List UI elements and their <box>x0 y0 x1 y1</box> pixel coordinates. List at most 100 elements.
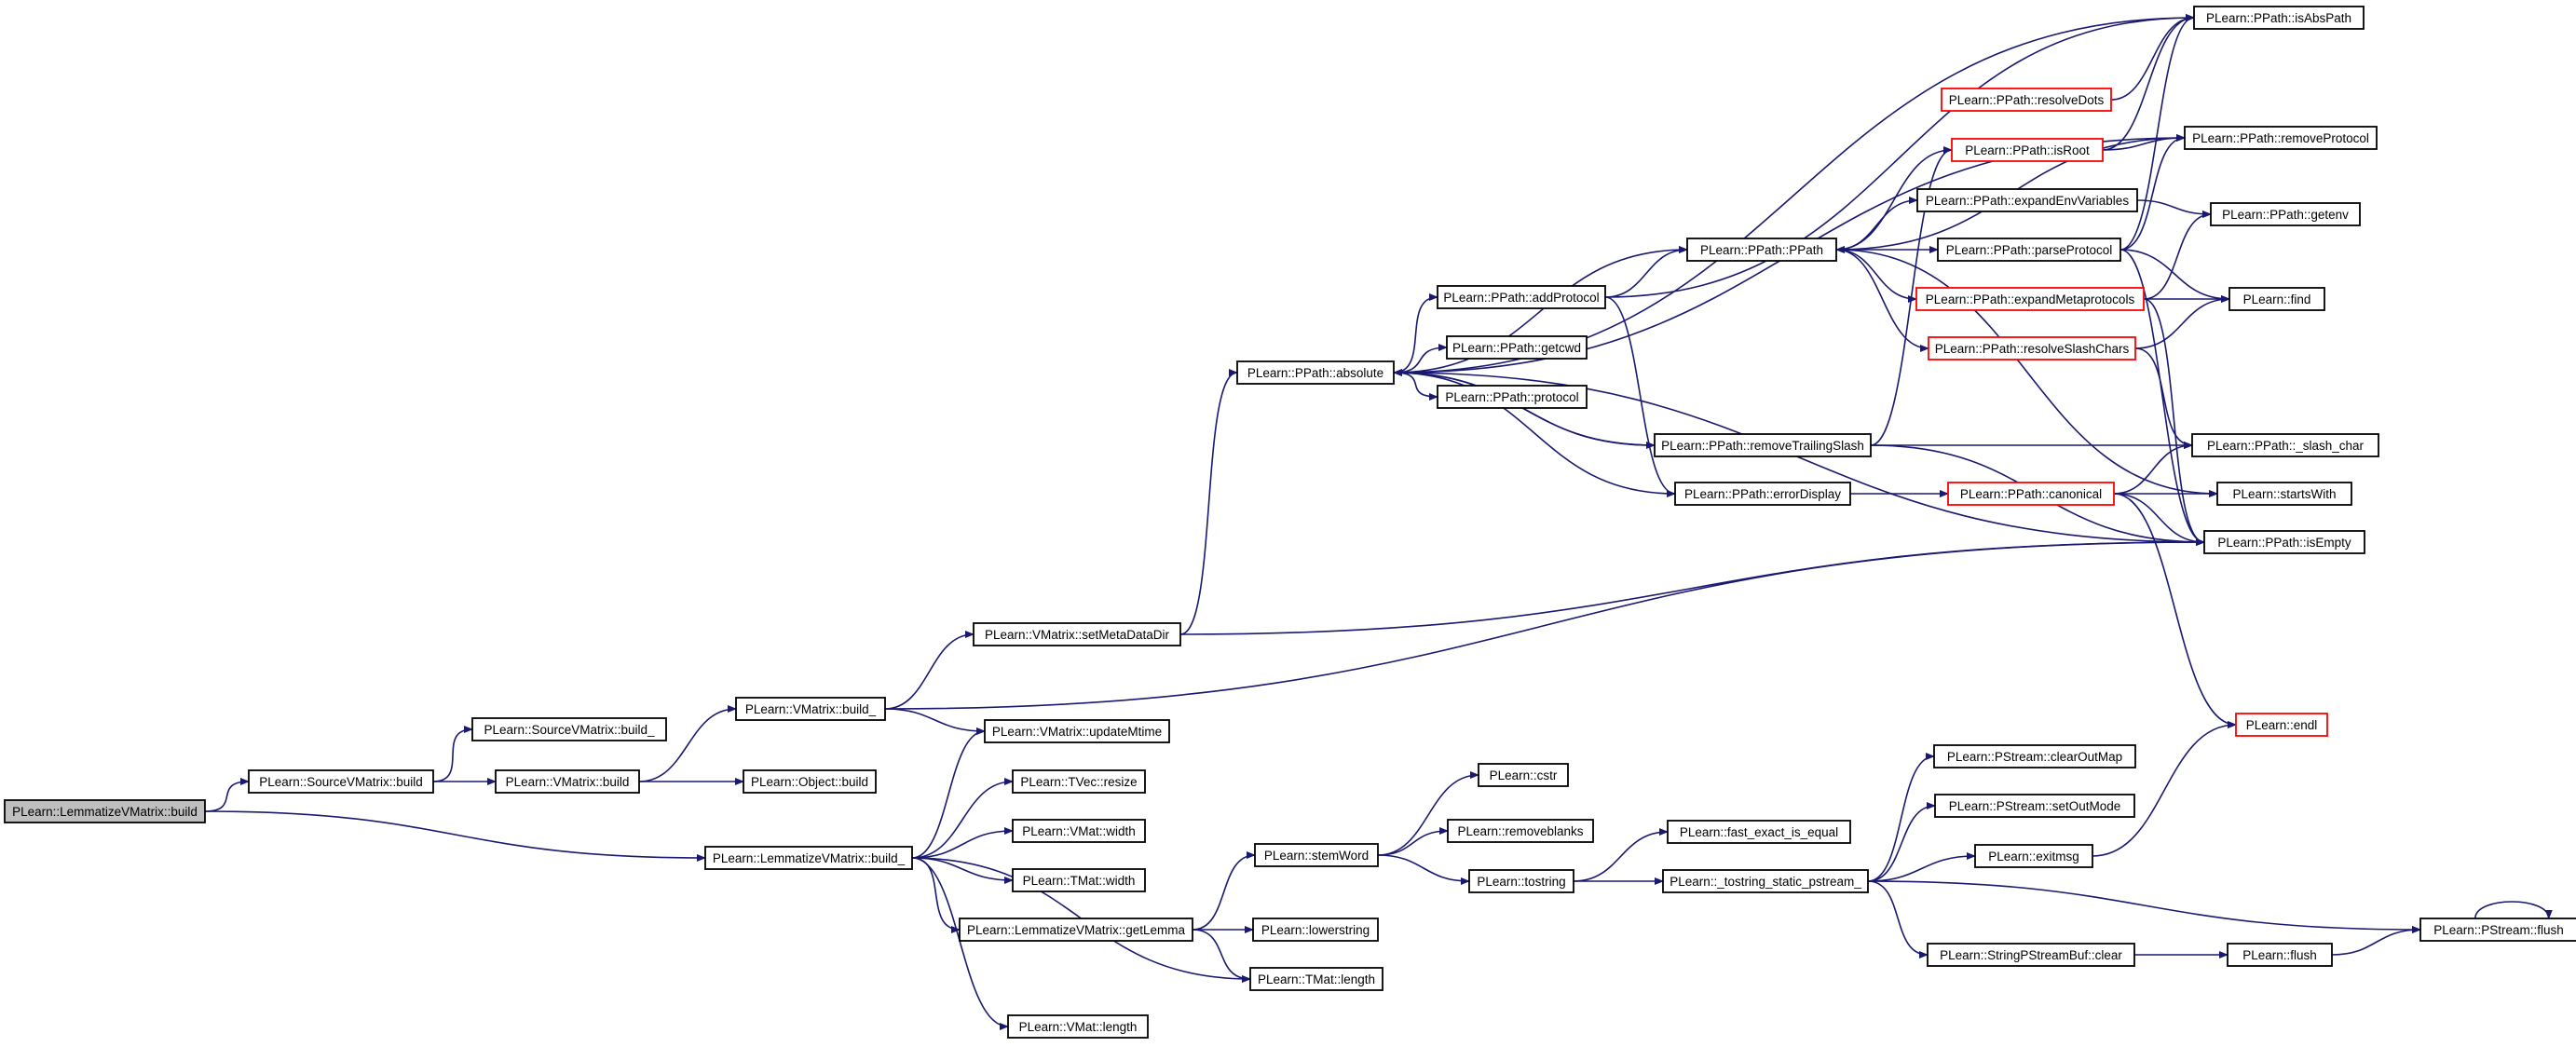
node-stemword[interactable]: PLearn::stemWord <box>1254 843 1379 867</box>
node-box <box>1012 819 1146 843</box>
node-setmetadatadir[interactable]: PLearn::VMatrix::setMetaDataDir <box>973 622 1181 646</box>
node-label: PLearn::PStream::setOutMode <box>1949 799 2121 813</box>
edge-expandenv-to-getenv <box>2136 199 2212 218</box>
node-endl[interactable]: PLearn::endl <box>2235 713 2328 737</box>
node-box <box>1007 1014 1149 1039</box>
node-expandmeta[interactable]: PLearn::PPath::expandMetaprotocols <box>1915 287 2145 311</box>
node-setoutmode[interactable]: PLearn::PStream::setOutMode <box>1934 794 2135 818</box>
node-fast_exact[interactable]: PLearn::fast_exact_is_equal <box>1667 820 1851 844</box>
node-vmat_width[interactable]: PLearn::VMat::width <box>1012 819 1146 843</box>
edge-isroot-to-ppath_ppath <box>1835 149 1953 253</box>
node-resolvedots[interactable]: PLearn::PPath::resolveDots <box>1941 88 2112 112</box>
node-box <box>1941 88 2112 112</box>
node-label: PLearn::StringPStreamBuf::clear <box>1940 948 2122 962</box>
node-box <box>1674 482 1851 506</box>
node-box <box>1927 943 2135 967</box>
node-box <box>984 719 1170 743</box>
node-updatemtime[interactable]: PLearn::VMatrix::updateMtime <box>984 719 1170 743</box>
node-label: PLearn::PPath::removeTrailingSlash <box>1661 439 1864 453</box>
node-lowerstring[interactable]: PLearn::lowerstring <box>1252 918 1379 942</box>
node-plearn_flush[interactable]: PLearn::flush <box>2227 943 2333 967</box>
edge-lemmatize_build_-to-vmat_width <box>911 827 1014 859</box>
node-source_build[interactable]: PLearn::SourceVMatrix::build <box>248 769 434 794</box>
node-startswith[interactable]: PLearn::startsWith <box>2216 482 2352 506</box>
node-tvec_resize[interactable]: PLearn::TVec::resize <box>1012 769 1146 794</box>
node-isroot[interactable]: PLearn::PPath::isRoot <box>1951 138 2104 162</box>
edge-canonical-to-slash_char <box>2113 442 2193 495</box>
node-addprotocol[interactable]: PLearn::PPath::addProtocol <box>1437 285 1606 309</box>
node-box <box>1012 868 1146 892</box>
edge-lemmatize_build_-to-tvec_resize <box>911 778 1014 859</box>
edge-setmetadatadir-to-isempty <box>1179 538 2205 635</box>
edge-getlemma-to-stemword <box>1192 851 1256 931</box>
node-pstream_flush[interactable]: PLearn::PStream::flush <box>2419 918 2576 942</box>
node-clearoutmap[interactable]: PLearn::PStream::clearOutMap <box>1933 744 2136 768</box>
node-box <box>1468 869 1574 893</box>
node-resolveslash[interactable]: PLearn::PPath::resolveSlashChars <box>1928 336 2136 360</box>
node-cstr[interactable]: PLearn::cstr <box>1478 763 1569 787</box>
node-expandenv[interactable]: PLearn::PPath::expandEnvVariables <box>1916 188 2138 212</box>
node-tmat_length[interactable]: PLearn::TMat::length <box>1249 967 1383 991</box>
edge-tostring_static-to-spsb_clear <box>1867 880 1929 959</box>
node-label: PLearn::PPath::addProtocol <box>1443 291 1599 305</box>
edge-addprotocol-to-isabspath <box>1604 14 2195 298</box>
node-vmat_length[interactable]: PLearn::VMat::length <box>1007 1014 1149 1039</box>
node-slash_char[interactable]: PLearn::PPath::_slash_char <box>2191 433 2379 457</box>
node-spsb_clear[interactable]: PLearn::StringPStreamBuf::clear <box>1927 943 2135 967</box>
node-box <box>1947 482 2115 506</box>
node-getenv[interactable]: PLearn::PPath::getenv <box>2210 202 2361 226</box>
node-isempty[interactable]: PLearn::PPath::isEmpty <box>2203 530 2365 554</box>
node-tostring[interactable]: PLearn::tostring <box>1468 869 1574 893</box>
node-tmat_width[interactable]: PLearn::TMat::width <box>1012 868 1146 892</box>
edge-resolvedots-to-isabspath <box>2110 14 2195 101</box>
node-removeprotocol[interactable]: PLearn::PPath::removeProtocol <box>2184 126 2378 150</box>
node-label: PLearn::TMat::length <box>1258 972 1375 986</box>
node-box <box>2228 287 2325 311</box>
node-lemmatize_build_[interactable]: PLearn::LemmatizeVMatrix::build_ <box>704 846 913 870</box>
node-box <box>2184 126 2378 150</box>
edge-absolute-to-isempty <box>1393 372 2205 546</box>
node-removeblanks[interactable]: PLearn::removeblanks <box>1447 819 1594 843</box>
edge-tostring_static-to-clearoutmap <box>1867 753 1935 882</box>
node-absolute[interactable]: PLearn::PPath::absolute <box>1236 360 1395 385</box>
node-label: PLearn::PPath::isRoot <box>1965 143 2090 157</box>
node-errordisplay[interactable]: PLearn::PPath::errorDisplay <box>1674 482 1851 506</box>
node-label: PLearn::PStream::clearOutMap <box>1947 750 2122 764</box>
node-vmatrix_build[interactable]: PLearn::VMatrix::build <box>495 769 640 794</box>
node-label: PLearn::PPath::getenv <box>2222 208 2349 222</box>
node-label: PLearn::VMat::length <box>1019 1020 1138 1034</box>
node-lemmatize_build[interactable]: PLearn::LemmatizeVMatrix::build <box>4 799 206 823</box>
node-box <box>2419 918 2576 942</box>
node-canonical[interactable]: PLearn::PPath::canonical <box>1947 482 2115 506</box>
edge-tostring_static-to-pstream_flush <box>1867 880 2421 933</box>
node-isabspath[interactable]: PLearn::PPath::isAbsPath <box>2193 6 2365 30</box>
node-tostring_static[interactable]: PLearn::_tostring_static_pstream_ <box>1662 869 1869 893</box>
node-vmatrix_build_[interactable]: PLearn::VMatrix::build_ <box>735 697 886 721</box>
edge-lemmatize_build-to-lemmatize_build_ <box>204 810 706 862</box>
node-box <box>2210 202 2361 226</box>
node-parseprotocol[interactable]: PLearn::PPath::parseProtocol <box>1937 238 2121 262</box>
edge-parseprotocol-to-isempty <box>2119 249 2205 546</box>
node-box <box>1915 287 2145 311</box>
node-removetrailingslash[interactable]: PLearn::PPath::removeTrailingSlash <box>1654 433 1872 457</box>
node-label: PLearn::PPath::parseProtocol <box>1946 243 2113 257</box>
edge-canonical-to-endl <box>2113 493 2237 728</box>
node-object_build[interactable]: PLearn::Object::build <box>743 769 877 794</box>
node-label: PLearn::PPath::_slash_char <box>2207 439 2365 453</box>
node-getcwd[interactable]: PLearn::PPath::getcwd <box>1446 335 1588 360</box>
node-exitmsg[interactable]: PLearn::exitmsg <box>1974 844 2093 868</box>
node-box <box>704 846 913 870</box>
node-getlemma[interactable]: PLearn::LemmatizeVMatrix::getLemma <box>959 918 1193 942</box>
node-ppath_ppath[interactable]: PLearn::PPath::PPath <box>1686 238 1837 262</box>
node-label: PLearn::VMatrix::build_ <box>745 702 877 716</box>
node-label: PLearn::PPath::PPath <box>1700 243 1823 257</box>
edge-stemword-to-removeblanks <box>1377 827 1449 856</box>
node-protocol[interactable]: PLearn::PPath::protocol <box>1437 385 1588 409</box>
node-find[interactable]: PLearn::find <box>2228 287 2325 311</box>
node-box <box>1236 360 1395 385</box>
edge-getlemma-to-tmat_length <box>1192 929 1251 983</box>
node-box <box>2193 6 2365 30</box>
node-source_build_[interactable]: PLearn::SourceVMatrix::build_ <box>471 717 667 741</box>
edge-removetrailingslash-to-absolute <box>1393 369 1656 446</box>
